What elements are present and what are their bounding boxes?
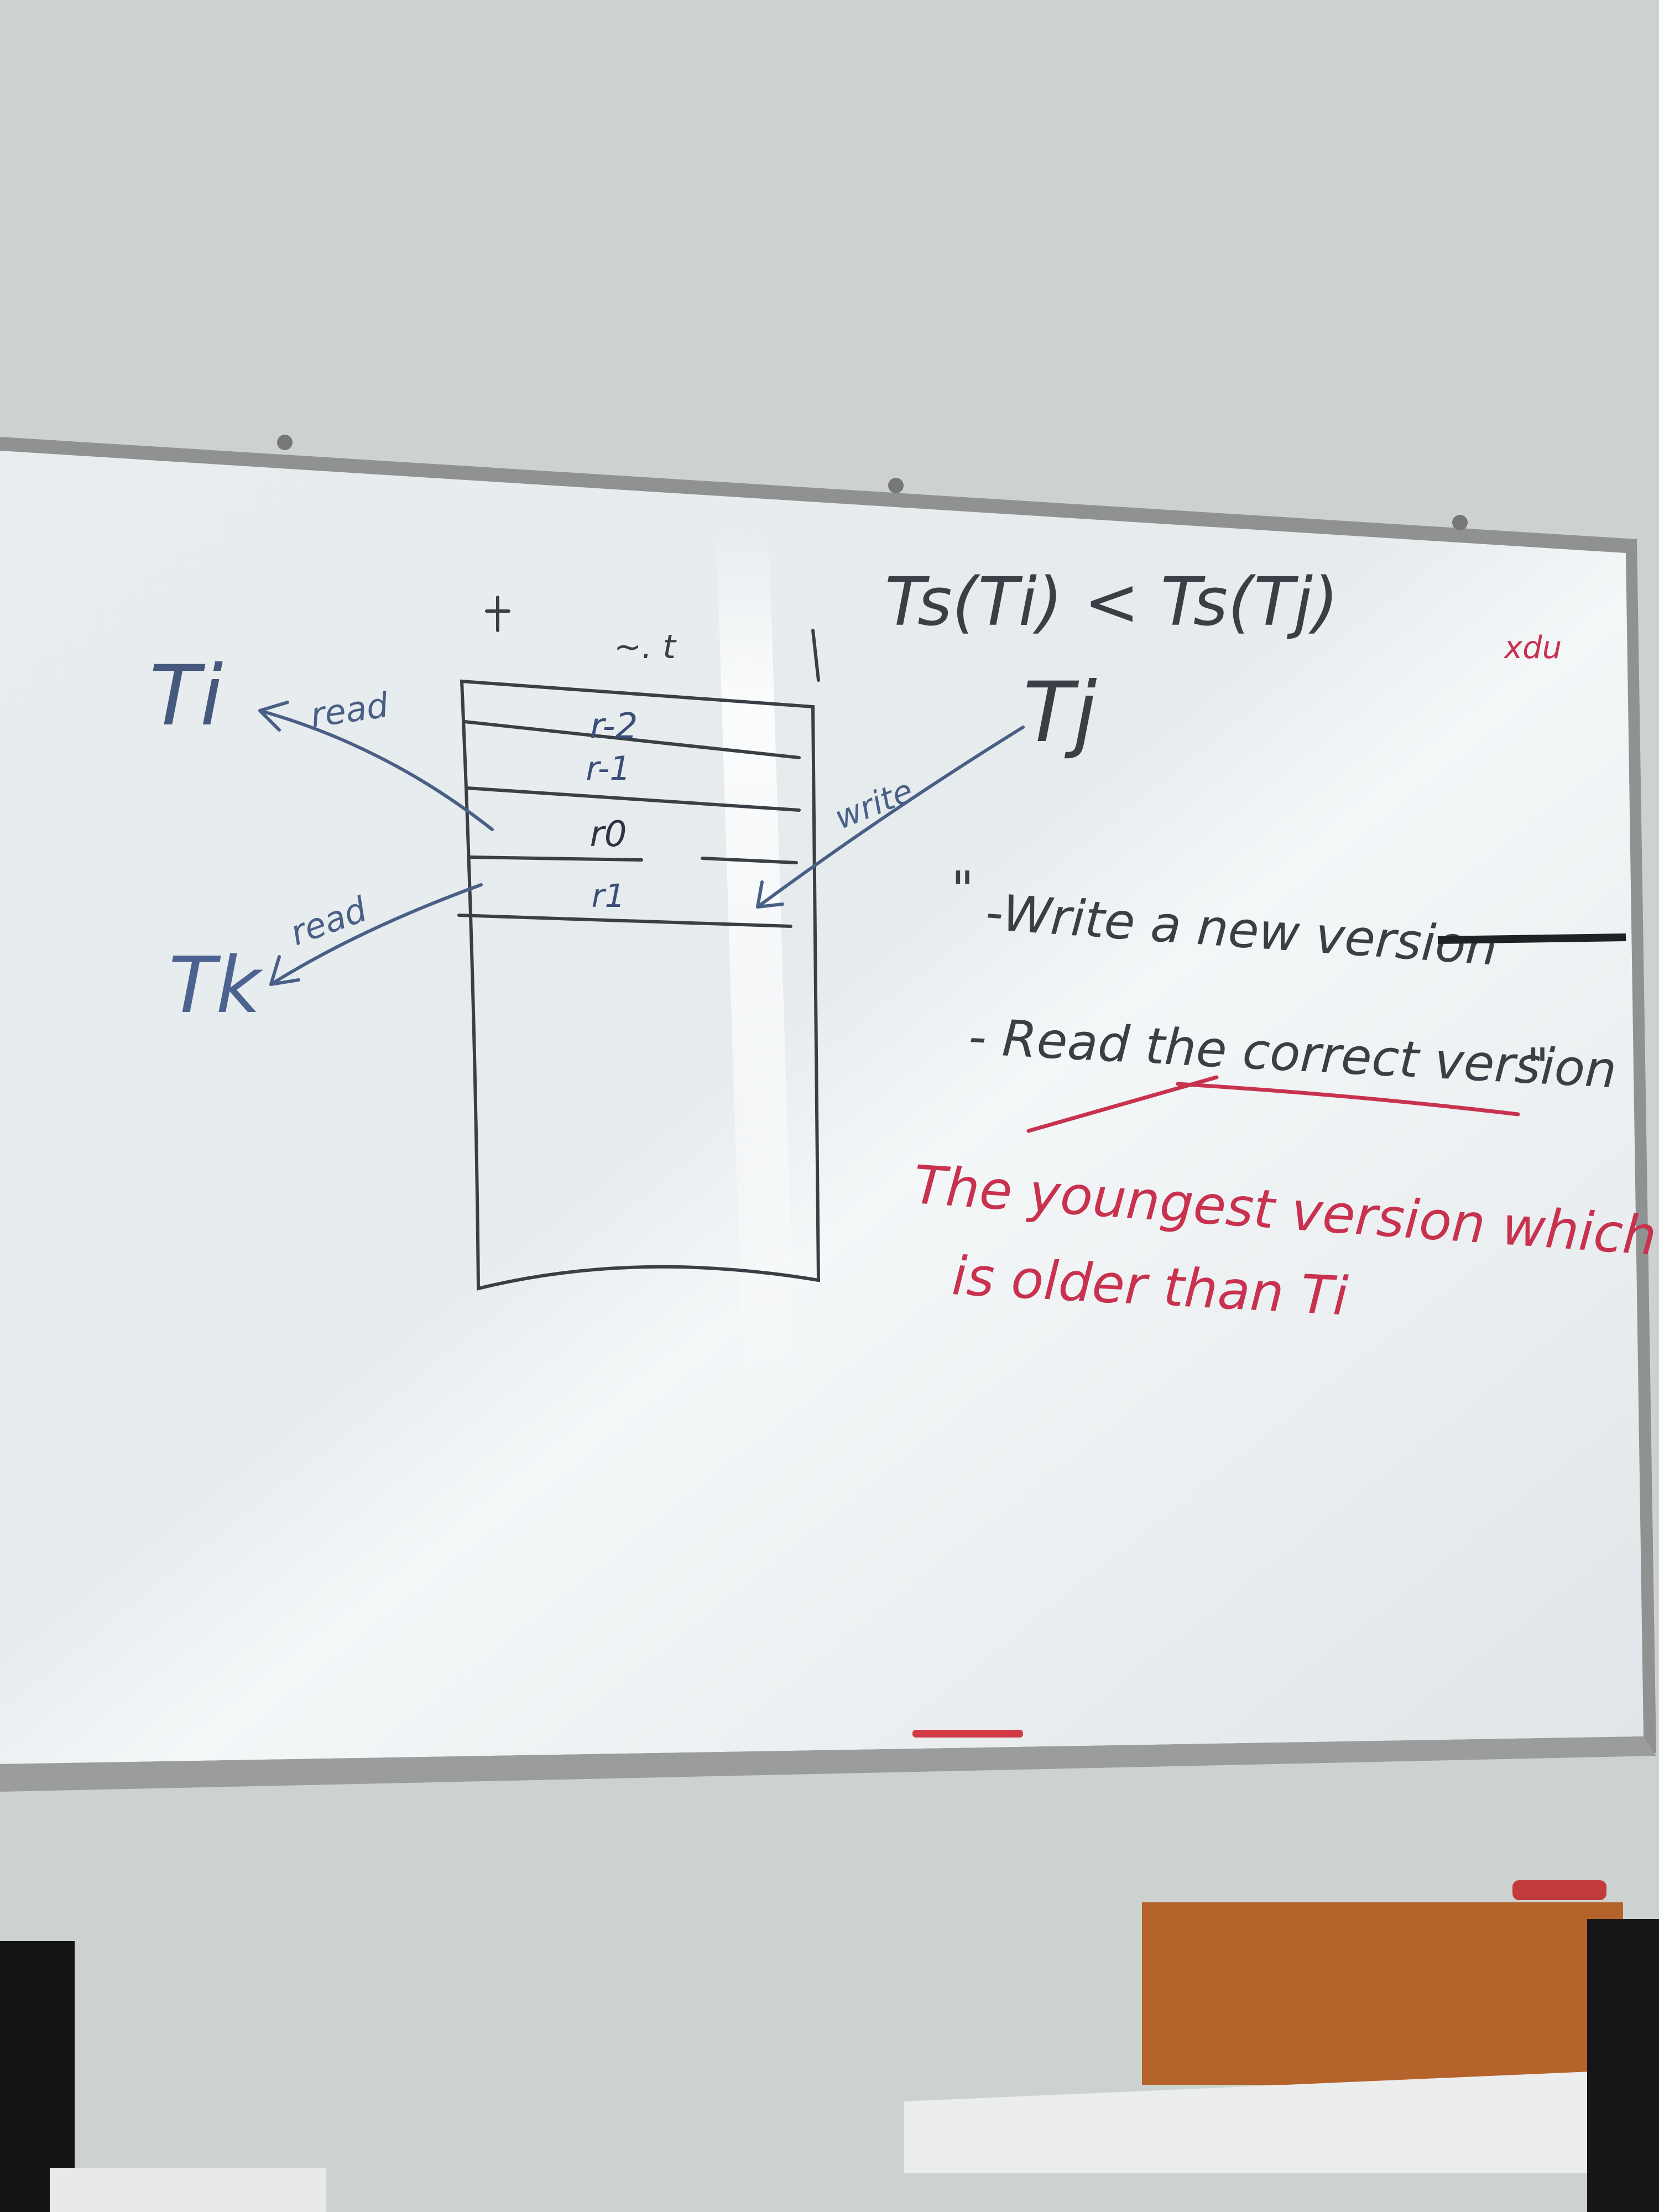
red-pointer-line [1026, 1075, 1219, 1133]
transaction-tk: Tk [169, 941, 264, 1031]
desk-white [904, 2071, 1604, 2173]
frame-screw [888, 478, 904, 493]
red-underline [1176, 1082, 1520, 1117]
desk-bottom-left [50, 2168, 326, 2212]
tick-mark [485, 596, 510, 632]
tick-mark [811, 629, 820, 682]
version-divider [463, 720, 801, 759]
version-divider [467, 855, 643, 862]
version-stack-box [460, 679, 821, 1291]
desk-orange [1142, 1902, 1623, 2085]
black-smudge-line [1437, 933, 1626, 944]
read-arrow-tk [269, 883, 483, 986]
transaction-ti: Ti [149, 648, 223, 744]
quote-close: " [1526, 1038, 1549, 1096]
marker-tray [0, 1736, 1656, 1792]
whiteboard-surface [0, 451, 1644, 1764]
light-glare [716, 525, 796, 1410]
write-arrow-tj [756, 726, 1025, 909]
version-label: r-2 [590, 706, 638, 747]
version-divider [701, 857, 798, 864]
red-marker-on-tray [912, 1730, 1023, 1738]
version-label: r-1 [586, 749, 630, 788]
transaction-tj: Tj [1023, 665, 1097, 761]
marker-on-desk [1512, 1880, 1606, 1900]
read-arrow-ti [258, 701, 494, 831]
frame-screw [277, 435, 293, 450]
frame-screw [1452, 515, 1468, 530]
corner-scribble: xdu [1503, 630, 1562, 666]
chair-left [0, 1941, 75, 2212]
version-divider [457, 914, 792, 928]
chair-right [1587, 1919, 1659, 2212]
version-label: r0 [589, 814, 627, 855]
tiny-mark: ~. t [614, 628, 677, 666]
version-divider [466, 786, 801, 812]
quote-open: " [951, 861, 974, 919]
version-label: r1 [592, 877, 625, 915]
timestamp-inequality: Ts(Ti) < Ts(Tj) [885, 564, 1339, 641]
